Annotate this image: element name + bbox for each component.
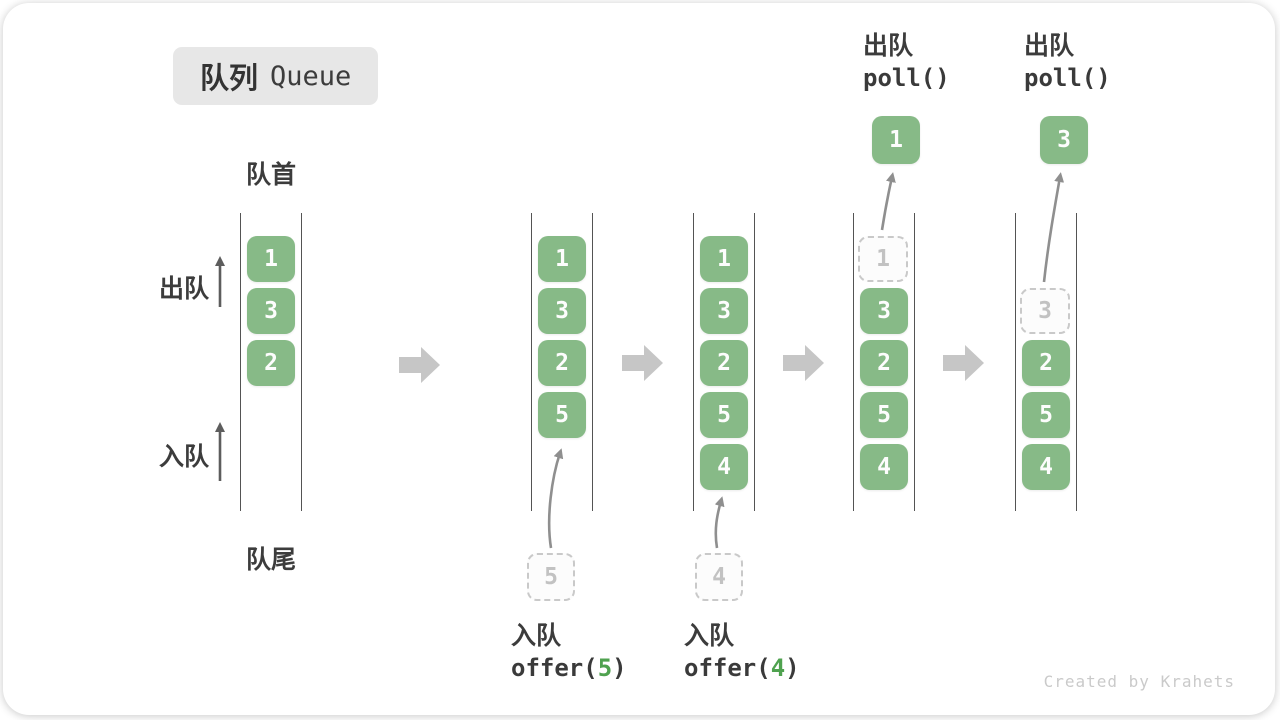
queue-cell: 4	[1022, 444, 1070, 490]
incoming-value-cell: 4	[695, 553, 743, 601]
queue-cell: 4	[860, 444, 908, 490]
queue-cell: 1	[538, 236, 586, 282]
title-box: 队列 Queue	[173, 47, 379, 105]
queue-rear-label: 队尾	[245, 546, 296, 574]
queue-rail	[853, 213, 854, 511]
queue-cell: 3	[860, 288, 908, 334]
state-transition-arrow-icon	[783, 345, 824, 381]
queue-rail	[693, 213, 694, 511]
queue-cell: 3	[247, 288, 295, 334]
queue-cell: 2	[538, 340, 586, 386]
queue-rail	[531, 213, 532, 511]
queue-cell: 4	[700, 444, 748, 490]
offer5-caption: 入队 offer(5)	[511, 621, 627, 685]
offer5-zh-label: 入队	[511, 622, 562, 650]
code-arg: 4	[770, 654, 786, 682]
offer4-caption: 入队 offer(4)	[684, 621, 800, 685]
poll1-zh-label: 出队	[863, 32, 914, 60]
poll1-code-label: poll()	[863, 64, 950, 92]
queue-front-label: 队首	[245, 161, 296, 189]
offer4-zh-label: 入队	[684, 622, 735, 650]
queue-cell: 2	[247, 340, 295, 386]
title-zh: 队列	[200, 63, 259, 95]
offer5-code-label: offer(5)	[511, 651, 627, 685]
queue-cell-ghost: 3	[1020, 288, 1070, 334]
queue-rail	[754, 213, 755, 511]
queue-state-4: 1 3 2 5 4	[853, 213, 915, 511]
polled-value-cell: 1	[872, 116, 920, 164]
dequeue-side-label: 出队	[158, 275, 209, 303]
diagram-canvas: 队列 Queue 队首 队尾 出队 入队 1 3 2 1 3 2 5 1 3 2…	[3, 3, 1275, 715]
queue-state-1: 1 3 2	[240, 213, 302, 511]
poll1-caption: 出队 poll()	[863, 31, 950, 95]
poll2-zh-label: 出队	[1024, 32, 1075, 60]
code-text: )	[612, 654, 627, 682]
queue-cell: 2	[1022, 340, 1070, 386]
queue-cell: 1	[247, 236, 295, 282]
queue-state-3: 1 3 2 5 4	[693, 213, 755, 511]
poll2-code-label: poll()	[1024, 64, 1111, 92]
offer4-code-label: offer(4)	[684, 651, 800, 685]
queue-cell: 2	[860, 340, 908, 386]
code-arg: 5	[597, 654, 613, 682]
queue-cell-ghost: 1	[858, 236, 908, 282]
queue-rail	[1076, 213, 1077, 511]
state-transition-arrow-icon	[399, 347, 440, 383]
enqueue-side-label: 入队	[158, 443, 209, 471]
queue-rail	[914, 213, 915, 511]
queue-cell: 2	[700, 340, 748, 386]
queue-rail	[240, 213, 241, 511]
queue-rail	[592, 213, 593, 511]
incoming-value-cell: 5	[527, 553, 575, 601]
queue-cell: 5	[538, 392, 586, 438]
queue-cell: 3	[700, 288, 748, 334]
polled-value-cell: 3	[1040, 116, 1088, 164]
queue-state-2: 1 3 2 5	[531, 213, 593, 511]
queue-cell: 5	[1022, 392, 1070, 438]
title-en: Queue	[270, 60, 352, 92]
arrows-layer	[215, 172, 1065, 549]
queue-cell: 3	[538, 288, 586, 334]
queue-rail	[1015, 213, 1016, 511]
state-transition-arrow-icon	[622, 345, 663, 381]
queue-cell: 5	[860, 392, 908, 438]
queue-rail	[301, 213, 302, 511]
code-text: offer(	[511, 654, 598, 682]
poll2-caption: 出队 poll()	[1024, 31, 1111, 95]
state-transition-arrow-icon	[943, 345, 984, 381]
queue-state-5: 3 2 5 4	[1015, 213, 1077, 511]
watermark: Created by Krahets	[1043, 672, 1235, 691]
code-text: )	[785, 654, 800, 682]
code-text: offer(	[684, 654, 771, 682]
queue-cell: 1	[700, 236, 748, 282]
queue-cell: 5	[700, 392, 748, 438]
